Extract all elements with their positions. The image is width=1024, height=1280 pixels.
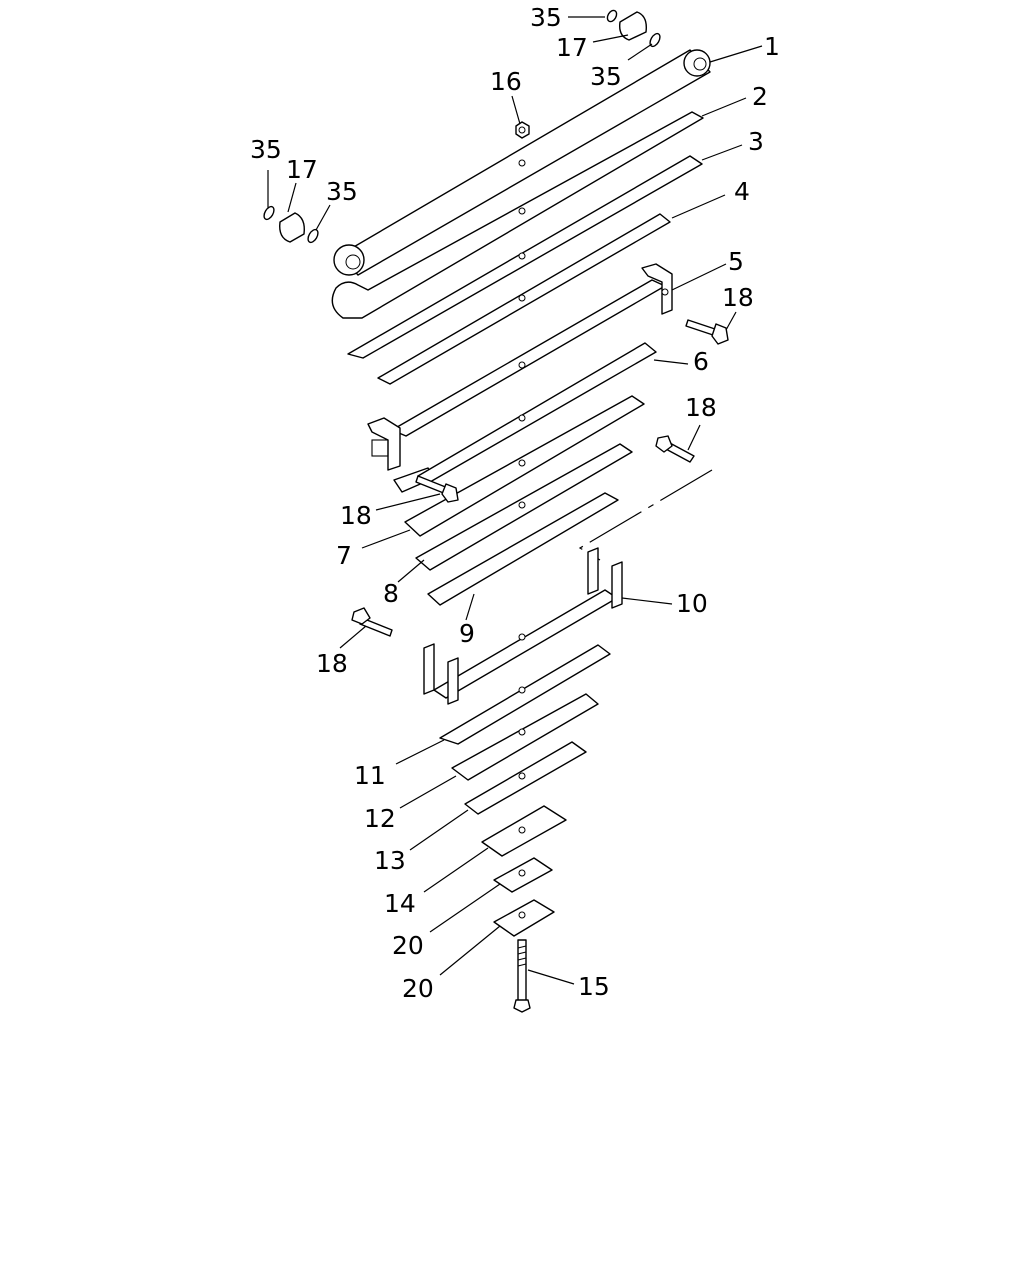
leaf-13 xyxy=(464,741,587,815)
bolt-18-b xyxy=(655,435,695,463)
leaf-7 xyxy=(404,395,645,537)
callout-3: 3 xyxy=(748,127,764,156)
callout-35-left: 35 xyxy=(250,135,282,164)
nut-16 xyxy=(515,121,530,139)
callout-6: 6 xyxy=(693,347,709,376)
bolt-18-a xyxy=(685,319,729,345)
callout-10: 10 xyxy=(676,589,708,618)
bolt-18-d xyxy=(351,607,393,637)
bushing-set-left xyxy=(263,205,319,244)
leader-lines xyxy=(267,16,763,985)
clamp-5 xyxy=(367,263,673,493)
callout-35-top: 35 xyxy=(530,3,562,32)
leaf-11 xyxy=(439,644,611,745)
leaf-1-main-eye-leaf xyxy=(333,49,711,276)
leaf-2-wrapped-leaf xyxy=(331,111,704,319)
callout-17-top: 17 xyxy=(556,33,588,62)
callout-7: 7 xyxy=(336,541,352,570)
center-bolt-15 xyxy=(513,939,531,1013)
bushing-set-top xyxy=(606,9,661,48)
callout-35-left-b: 35 xyxy=(326,177,358,206)
shim-20-b xyxy=(493,899,555,937)
bolt-18-c xyxy=(415,475,459,503)
callout-12: 12 xyxy=(364,804,396,833)
callout-18-d: 18 xyxy=(316,649,348,678)
callout-2: 2 xyxy=(752,82,768,111)
callout-17-left: 17 xyxy=(286,155,318,184)
alignment-line xyxy=(578,469,713,561)
callout-20-b: 20 xyxy=(402,974,434,1003)
spacer-14 xyxy=(481,805,567,857)
callout-8: 8 xyxy=(383,579,399,608)
callout-11: 11 xyxy=(354,761,386,790)
callout-35-top-b: 35 xyxy=(590,62,622,91)
leaf-3 xyxy=(347,155,703,359)
callout-4: 4 xyxy=(734,177,750,206)
callout-18-b: 18 xyxy=(685,393,717,422)
callout-18-a: 18 xyxy=(722,283,754,312)
callout-14: 14 xyxy=(384,889,416,918)
leaf-12 xyxy=(451,693,599,781)
callout-1: 1 xyxy=(764,32,780,61)
callout-15: 15 xyxy=(578,972,610,1001)
callout-16: 16 xyxy=(490,67,522,96)
callout-13: 13 xyxy=(374,846,406,875)
callout-9: 9 xyxy=(459,619,475,648)
shim-20-a xyxy=(493,857,553,893)
callout-labels: 35 17 35 1 16 2 3 35 17 35 4 5 18 6 18 1… xyxy=(250,3,780,1003)
callout-5: 5 xyxy=(728,247,744,276)
callout-18-c: 18 xyxy=(340,501,372,530)
leaf-9 xyxy=(427,492,619,606)
clamp-10 xyxy=(423,547,623,705)
callout-20-a: 20 xyxy=(392,931,424,960)
leaf-4 xyxy=(377,213,671,385)
